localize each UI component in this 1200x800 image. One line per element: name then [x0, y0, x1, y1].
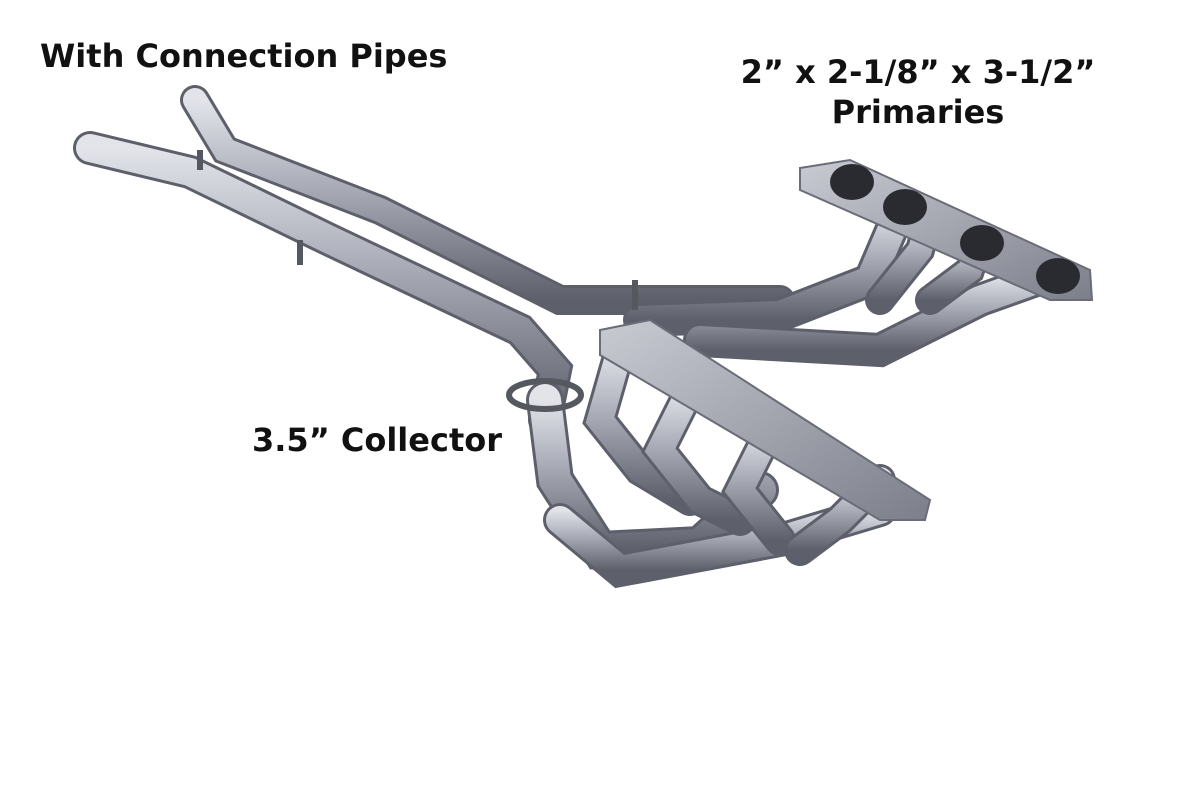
collector-label: 3.5” Collector [252, 421, 502, 459]
primaries-label: 2” x 2-1/8” x 3-1/2” Primaries [740, 52, 1096, 132]
left-flange [599, 318, 932, 521]
pipe-clamps [197, 150, 638, 412]
connection-pipes-label: With Connection Pipes [40, 37, 448, 75]
primaries-label-line1: 2” x 2-1/8” x 3-1/2” [740, 53, 1096, 91]
primaries-label-line2: Primaries [831, 93, 1005, 131]
right-flange [799, 158, 1094, 301]
